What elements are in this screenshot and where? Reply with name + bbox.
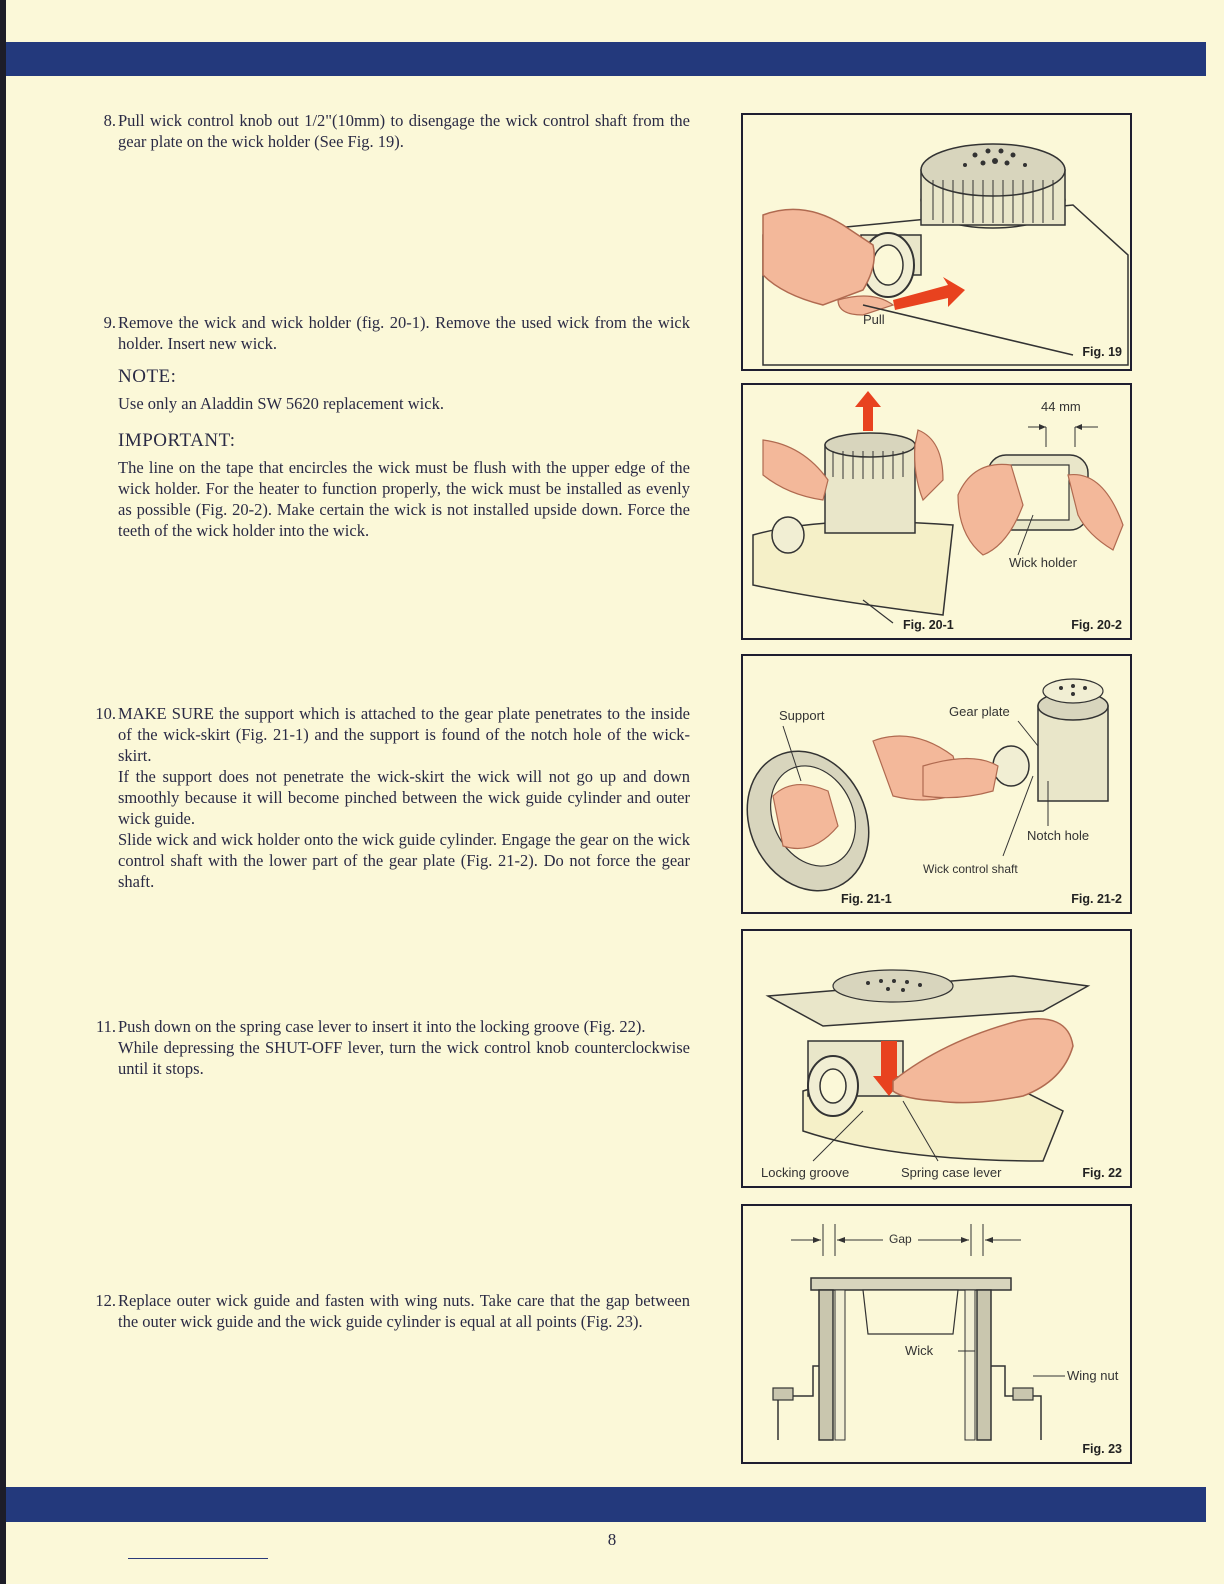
important-text: The line on the tape that encircles the … [118,458,690,540]
step-text: If the support does not penetrate the wi… [118,767,690,828]
step-number: 10. [95,704,116,723]
wing-nut-label: Wing nut [1067,1368,1119,1383]
figure-21: Support Gear plate Notch hole Wick contr… [741,654,1132,914]
footer-rule [128,1558,268,1559]
measure-label: 44 mm [1041,399,1081,414]
top-band [6,42,1206,76]
wick-holder-label: Wick holder [1009,555,1077,570]
figure-22: Locking groove Spring case lever Fig. 22 [741,929,1132,1188]
note-text: Use only an Aladdin SW 5620 replacement … [118,394,444,413]
figure-caption: Fig. 22 [1082,1166,1122,1180]
gap-label: Gap [889,1232,912,1246]
step-text: While depressing the SHUT-OFF lever, tur… [118,1038,690,1078]
figure-caption: Fig. 21-2 [1071,892,1122,906]
wick-guide-cross-section [772,1224,1065,1441]
locking-groove-label: Locking groove [761,1165,850,1180]
step-10: 10. MAKE SURE the support which is attac… [84,703,690,892]
important-heading: IMPORTANT: [118,430,236,451]
figure-19: Pull Fig. 19 [741,113,1132,371]
step-11: 11. Push down on the spring case lever t… [84,1016,690,1079]
wick-control-shaft-label: Wick control shaft [923,862,1018,876]
step-text: MAKE SURE the support which is attached … [118,704,690,765]
note-heading: NOTE: [118,366,177,387]
page-number: 8 [607,1530,617,1549]
wick-label: Wick [905,1343,934,1358]
figure-caption: Fig. 23 [1082,1442,1122,1456]
step-12: 12. Replace outer wick guide and fasten … [84,1290,690,1332]
spring-case-lever-label: Spring case lever [901,1165,1002,1180]
figure-23: Gap Wick Wing nut Fig. 23 [741,1204,1132,1464]
step-9: 9. Remove the wick and wick holder (fig.… [84,312,690,541]
gear-plate-label: Gear plate [949,704,1010,719]
wick-knob-illustration [762,143,1129,366]
page-edge [0,0,6,1584]
figure-caption: Fig. 21-1 [841,892,892,906]
bottom-band [6,1487,1206,1522]
figure-caption: Fig. 20-1 [903,618,954,632]
step-text: Pull wick control knob out 1/2"(10mm) to… [118,111,690,151]
step-text: Remove the wick and wick holder (fig. 20… [118,313,690,353]
step-number: 12. [95,1291,116,1310]
support-label: Support [779,708,825,723]
spring-lever-illustration [765,969,1091,1162]
figure-caption: Fig. 19 [1082,345,1122,359]
notch-hole-label: Notch hole [1027,828,1090,843]
step-text: Slide wick and wick holder onto the wick… [118,830,690,891]
step-text: Replace outer wick guide and fasten with… [118,1291,690,1331]
figure-caption: Fig. 20-2 [1071,618,1122,632]
wick-holder-illustration [752,391,1124,624]
support-gear-illustration [746,678,1109,892]
step-number: 9. [103,313,116,332]
figure-20: 44 mm Wick holder Fig. 20-1 Fig. 20-2 [741,383,1132,640]
step-number: 11. [95,1017,116,1036]
pull-label: Pull [863,312,885,327]
step-number: 8. [103,111,116,130]
step-text: Push down on the spring case lever to in… [118,1017,646,1036]
step-8: 8. Pull wick control knob out 1/2"(10mm)… [84,110,690,152]
